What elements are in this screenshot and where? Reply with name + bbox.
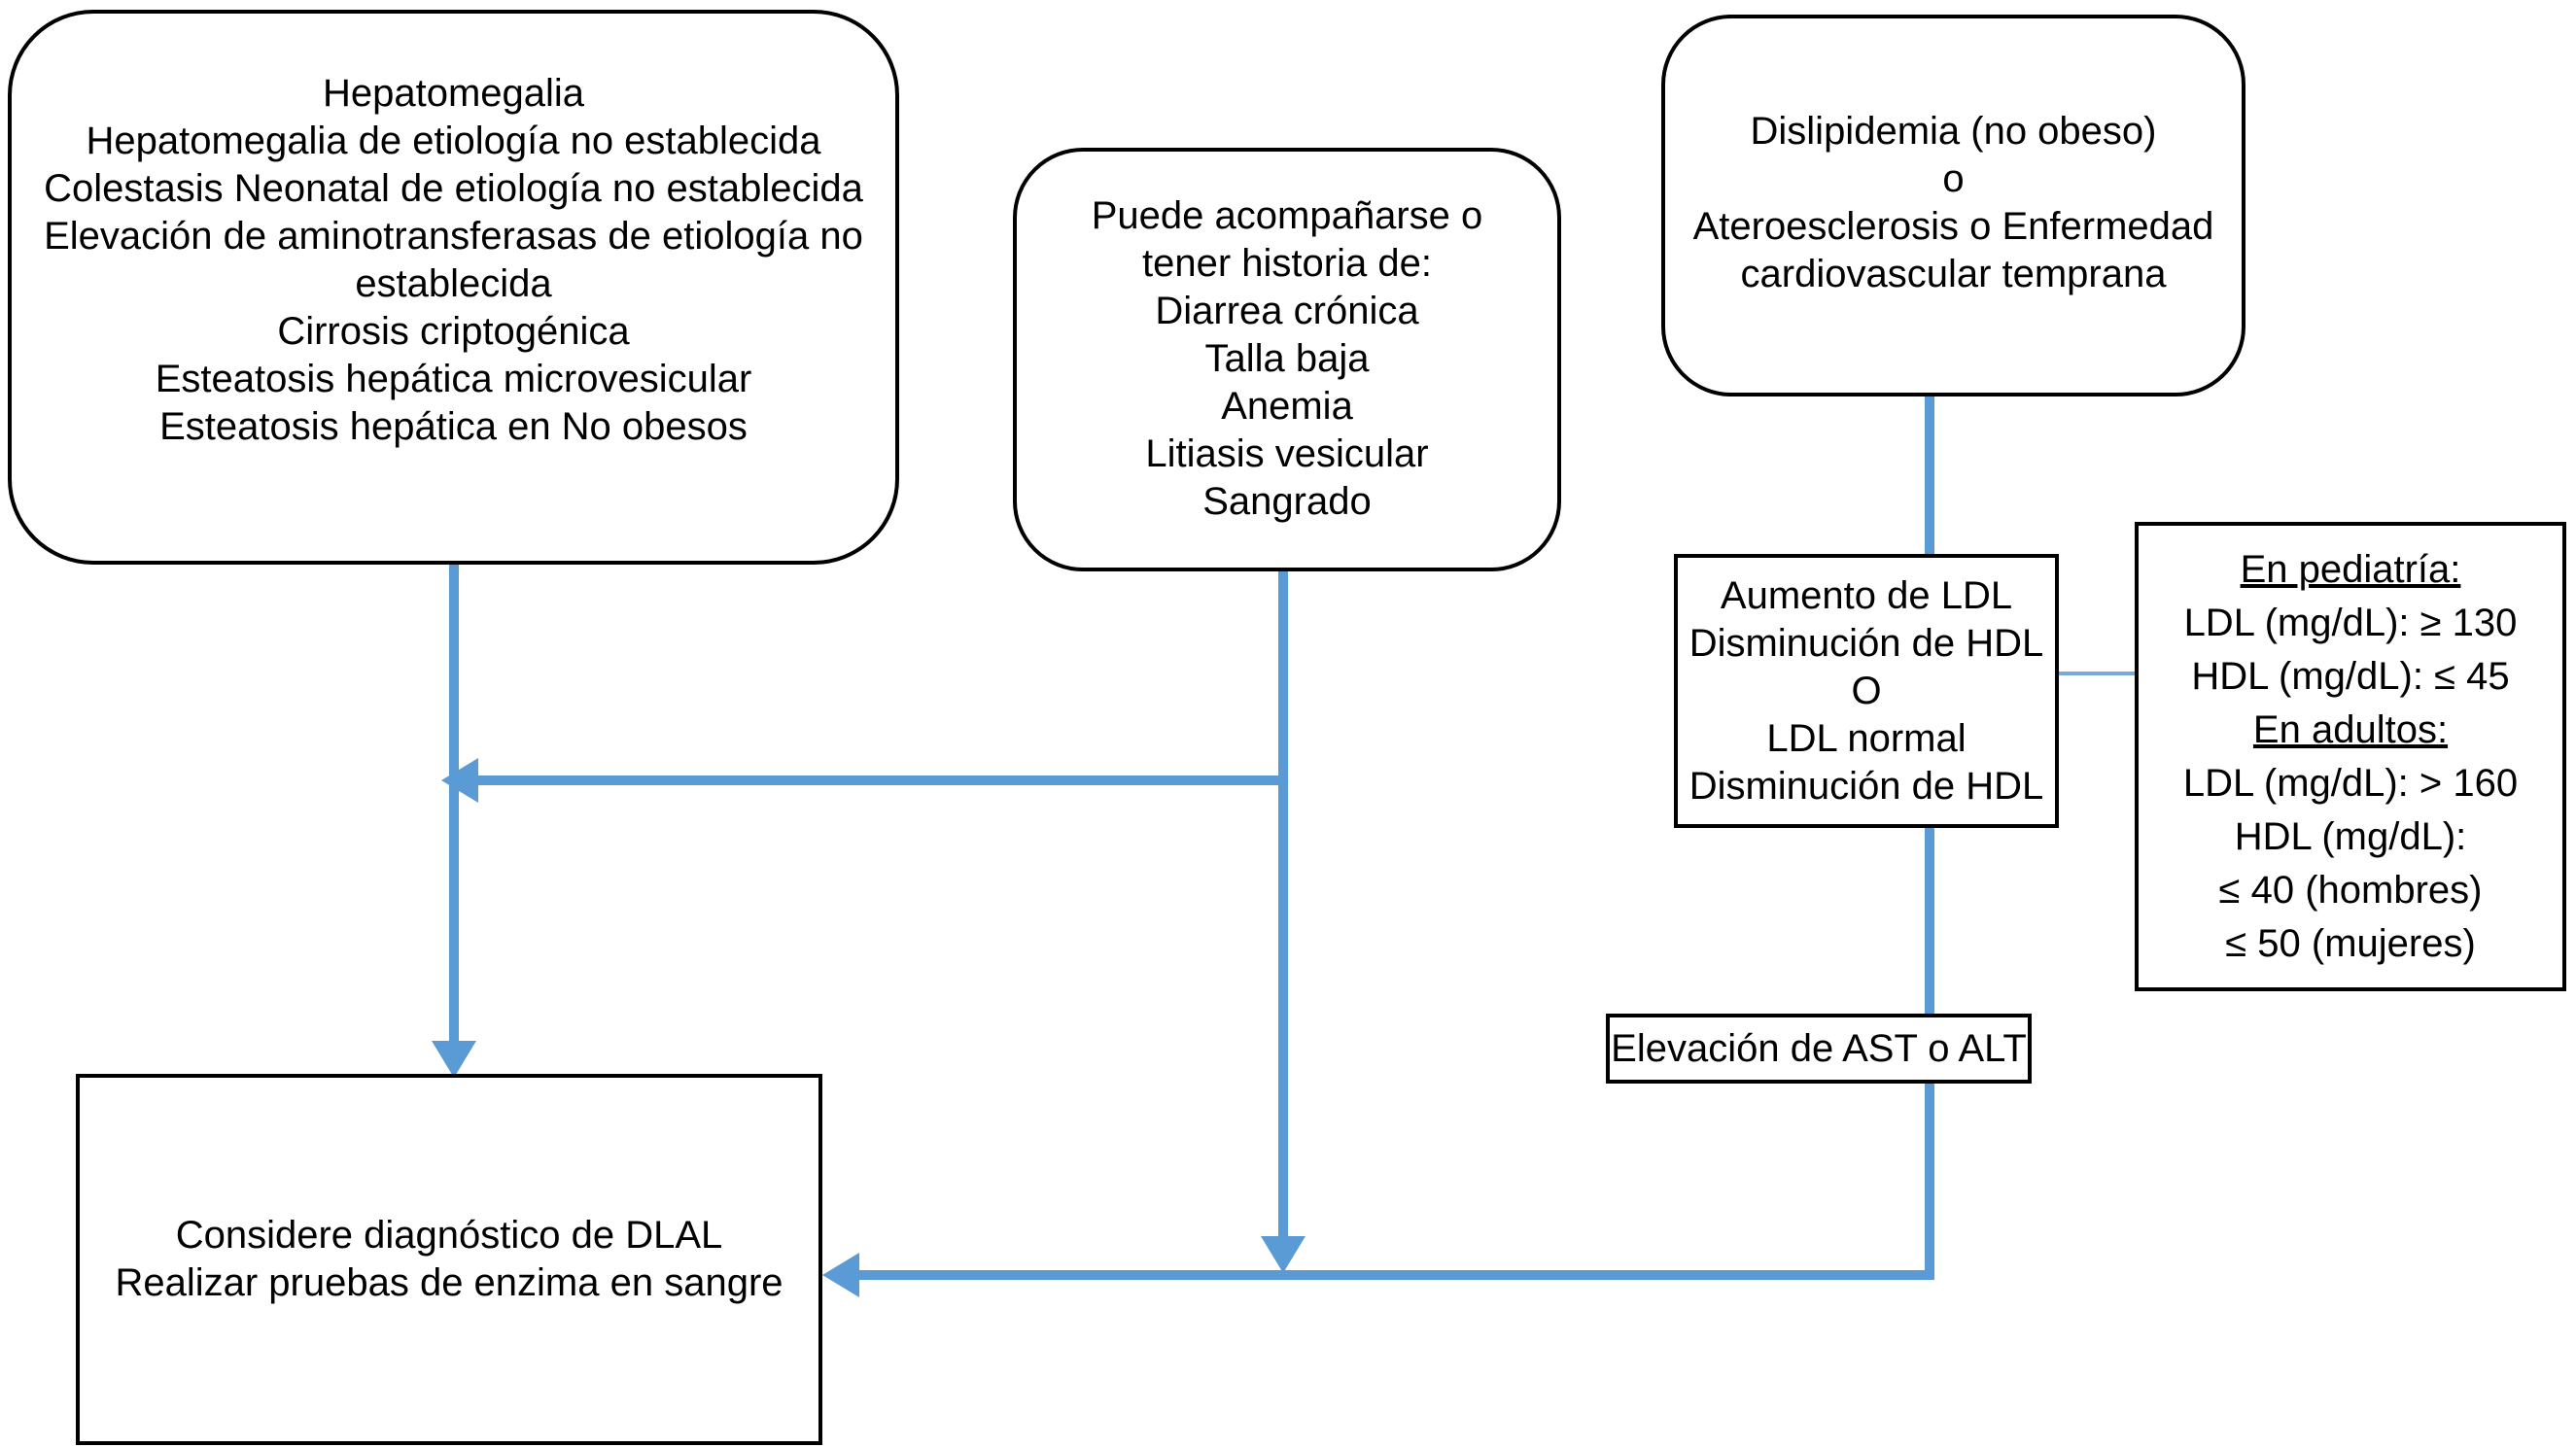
arrowhead-left-into-signs-line [441, 758, 478, 803]
arrow-line-bottom-to-diagnosis [859, 1270, 1934, 1280]
text-line: Litiasis vesicular [1145, 432, 1429, 475]
text-line: ≤ 50 (mujeres) [2225, 921, 2476, 965]
arrow-line-history-down [1278, 571, 1288, 1236]
text-line: Diarrea crónica [1155, 290, 1419, 332]
text-line: Hepatomegalia [322, 72, 585, 115]
text-line: Esteatosis hepática en No obesos [159, 405, 748, 448]
text-line: Considere diagnóstico de DLAL [175, 1214, 723, 1257]
text-line: Esteatosis hepática microvesicular [155, 358, 752, 400]
clinical-signs-box: Hepatomegalia Hepatomegalia de etiología… [8, 10, 899, 565]
text-line: LDL normal [1766, 716, 1967, 760]
text-line: Elevación de aminotransferasas de etiolo… [44, 215, 863, 305]
arrowhead-down-into-diagnosis [432, 1041, 476, 1078]
text-line: Cirrosis criptogénica [277, 310, 630, 353]
text-line: Hepatomegalia de etiología no establecid… [86, 120, 821, 162]
text-line: HDL (mg/dL): [2234, 814, 2467, 858]
connector-lipids-to-thresholds [2059, 672, 2135, 675]
text-line: o [1942, 157, 1965, 200]
text-line: Disminución de HDL [1688, 764, 2044, 808]
line-enzymes-down [1925, 1084, 1934, 1280]
ldl-hdl-findings-box: Aumento de LDL Disminución de HDL O LDL … [1674, 554, 2059, 828]
text-line: Colestasis Neonatal de etiología no esta… [44, 167, 863, 210]
diagnosis-box: Considere diagnóstico de DLAL Realizar p… [76, 1074, 822, 1445]
text-line: Sangrado [1202, 480, 1372, 523]
text-line: LDL (mg/dL): ≥ 130 [2183, 601, 2518, 644]
text-line: Disminución de HDL [1688, 621, 2044, 665]
text-line-underlined: En pediatría: [2240, 547, 2461, 591]
history-box: Puede acompañarse o tener historia de: D… [1013, 148, 1561, 571]
text-line: Anemia [1221, 385, 1353, 428]
text-line: LDL (mg/dL): > 160 [2182, 761, 2519, 805]
text-line: Puede acompañarse o [1091, 194, 1483, 237]
text-line: O [1851, 669, 1882, 712]
arrow-line-signs-to-diagnosis [449, 565, 459, 1041]
text-line: tener historia de: [1142, 242, 1432, 285]
line-lipids-to-enzymes [1925, 828, 1934, 1014]
ast-alt-box: Elevación de AST o ALT [1606, 1014, 2032, 1084]
text-line: ≤ 40 (hombres) [2218, 868, 2483, 912]
line-dyslipidemia-to-lipids [1925, 396, 1934, 554]
text-line-underlined: En adultos: [2252, 707, 2449, 751]
arrowhead-left-into-diagnosis [822, 1253, 859, 1297]
text-line: HDL (mg/dL): ≤ 45 [2191, 654, 2510, 698]
text-line: Ateroesclerosis o Enfermedad cardiovascu… [1692, 205, 2214, 295]
text-line: Talla baja [1204, 337, 1370, 380]
arrow-line-history-branch-left [478, 776, 1283, 785]
lipid-thresholds-box: En pediatría: LDL (mg/dL): ≥ 130 HDL (mg… [2135, 522, 2566, 991]
arrowhead-down-onto-bottom-line [1261, 1236, 1305, 1273]
dyslipidemia-box: Dislipidemia (no obeso) o Ateroesclerosi… [1661, 15, 2245, 396]
text-line: Dislipidemia (no obeso) [1750, 110, 2157, 153]
text-line: Realizar pruebas de enzima en sangre [115, 1261, 783, 1304]
text-line: Aumento de LDL [1720, 573, 2013, 617]
text-line: Elevación de AST o ALT [1611, 1026, 2027, 1070]
